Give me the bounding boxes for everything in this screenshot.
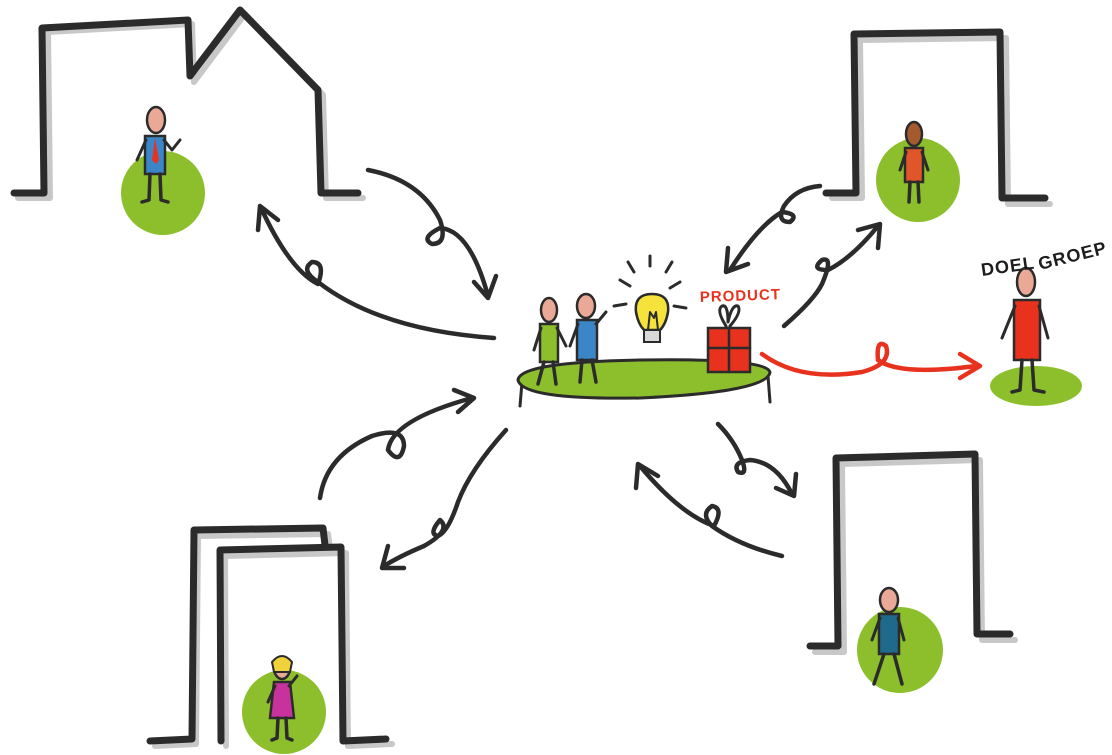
doelgroep-label-line2: GROEP (1036, 238, 1109, 274)
doelgroep-target: DOEL GROEP (980, 238, 1109, 406)
arrow-icon-topright-to-center (723, 183, 823, 275)
gift-icon (706, 304, 752, 374)
arrow-icon-product-to-doelgroep (759, 341, 983, 381)
center-team-platform: PRODUCT (516, 254, 782, 408)
person-icon-woman (266, 655, 299, 742)
arrow-icon-center-to-bottomleft (379, 427, 509, 571)
green-spot (990, 366, 1082, 406)
person-icon-orange (898, 120, 930, 204)
person-icon-teal (870, 586, 906, 686)
arrow-icon-center-to-bottomright (715, 421, 799, 499)
house-icon-top-left (10, 6, 366, 235)
arrow-icon-center-to-house (255, 203, 497, 341)
product-label: PRODUCT (700, 286, 782, 306)
person-icon-green (532, 296, 568, 386)
arrow-icon-bottomleft-to-center (317, 387, 477, 501)
person-icon-target (1000, 266, 1050, 394)
doorway-icon-top-right (822, 28, 1053, 222)
doorway-icon-bottom-right (806, 450, 1018, 693)
green-spot (121, 151, 205, 235)
lightbulb-icon (612, 254, 688, 343)
arrow-icon-house-to-center (365, 167, 499, 301)
doorway-icon-bottom-left (146, 524, 395, 754)
arrow-icon-bottomright-to-center (633, 461, 785, 559)
arrow-icon-center-to-topright (781, 221, 883, 329)
person-icon-blue (568, 292, 608, 384)
person-icon-businessman (135, 105, 182, 204)
